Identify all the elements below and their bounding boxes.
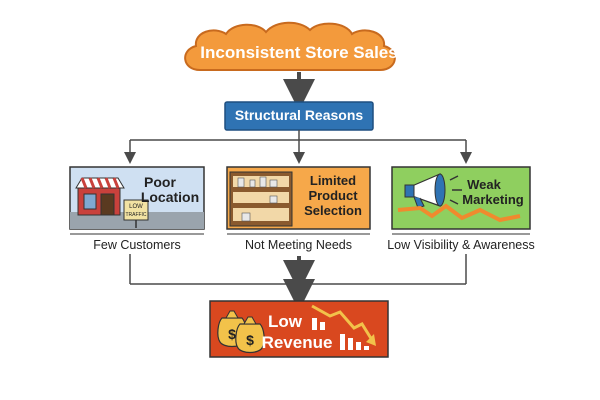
money-bag-dollar-1: $ <box>228 326 236 342</box>
cloud-shape <box>184 21 396 71</box>
money-bag-dollar-2: $ <box>246 332 254 348</box>
low-revenue-line1: Low <box>268 312 303 331</box>
declining-chart-icon <box>311 304 376 350</box>
limited-product-title-line3: Selection <box>304 203 362 218</box>
weak-marketing-title-line1: Weak <box>467 177 501 192</box>
storefront-icon <box>75 177 125 216</box>
poor-location-title-line1: Poor <box>144 174 176 190</box>
megaphone-icon <box>404 173 462 209</box>
effect-low-visibility: Low Visibility & Awareness <box>387 238 535 252</box>
cause-weak-marketing-node: Weak Marketing <box>391 166 531 230</box>
limited-product-title-line2: Product <box>308 188 358 203</box>
poor-location-title-line2: Location <box>141 189 199 205</box>
low-traffic-sign: LOW TRAFFIC <box>123 199 149 228</box>
limited-product-title-line1: Limited <box>310 173 356 188</box>
weak-marketing-title-line2: Marketing <box>462 192 523 207</box>
shelves-icon <box>229 171 293 227</box>
root-label: Inconsistent Store Sales <box>200 43 398 62</box>
sign-line-1: LOW <box>129 204 143 210</box>
low-revenue-line2: Revenue <box>262 333 333 352</box>
money-bag-icon: $ <box>235 316 265 354</box>
result-low-revenue-node: $ $ Low Revenue <box>209 300 389 358</box>
sign-line-2: TRAFFIC <box>125 212 146 218</box>
structural-reasons-label: Structural Reasons <box>234 107 364 123</box>
effect-not-meeting-needs: Not Meeting Needs <box>244 238 352 252</box>
cause-limited-product-node: Limited Product Selection <box>226 166 371 230</box>
effect-few-customers: Few Customers <box>93 238 181 252</box>
root-cloud-node <box>184 21 396 71</box>
declining-trend-line <box>397 203 521 223</box>
cause-poor-location-node: LOW TRAFFIC Poor Location <box>69 166 205 230</box>
